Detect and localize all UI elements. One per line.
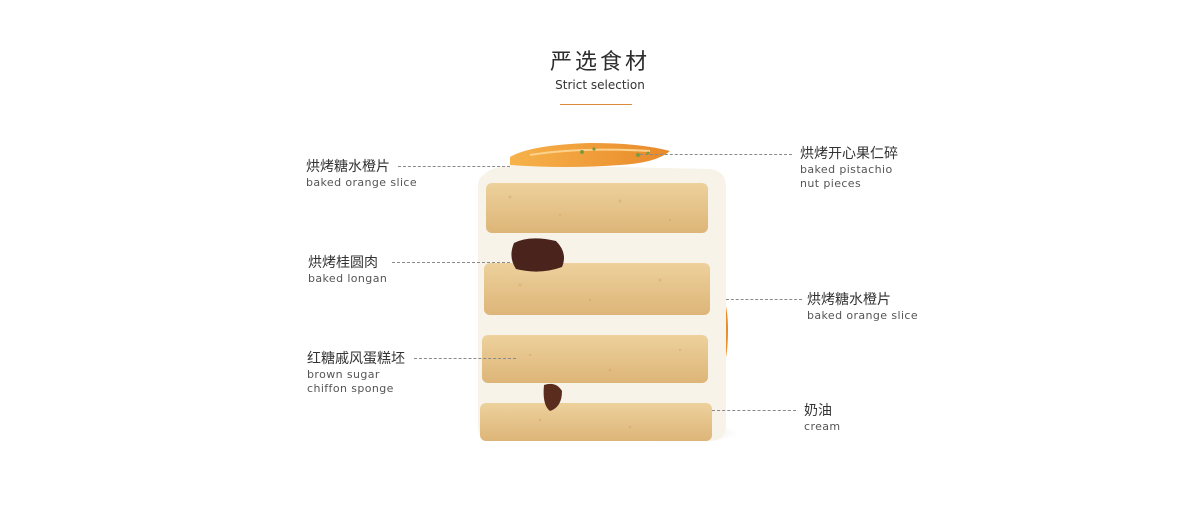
leader-pistachio	[640, 154, 792, 155]
label-orange-top-en: baked orange slice	[306, 176, 418, 189]
leader-cream	[712, 410, 796, 411]
cake-slice-image	[478, 143, 740, 443]
label-sponge: 红糖戚风蛋糕坯 brown sugar chiffon sponge	[307, 350, 405, 396]
label-cream-en: cream	[804, 420, 841, 433]
label-pistachio: 烘烤开心果仁碎 baked pistachio nut pieces	[800, 145, 898, 191]
label-orange-top-zh: 烘烤糖水橙片	[306, 159, 390, 175]
section-title: 严选食材	[549, 50, 650, 75]
label-longan-zh: 烘烤桂圆肉	[308, 255, 378, 271]
label-pistachio-zh: 烘烤开心果仁碎	[800, 146, 898, 162]
label-longan-en: baked longan	[308, 272, 388, 285]
leader-longan	[392, 262, 510, 263]
label-sponge-en-1: brown sugar	[307, 368, 380, 381]
label-sponge-zh: 红糖戚风蛋糕坯	[307, 351, 405, 367]
leader-orange-top	[398, 166, 510, 167]
leader-orange-side	[726, 299, 802, 300]
title-underline	[560, 104, 632, 105]
label-orange-top: 烘烤糖水橙片 baked orange slice	[306, 158, 417, 190]
label-cream: 奶油 cream	[804, 402, 841, 434]
label-orange-side-zh: 烘烤糖水橙片	[807, 292, 891, 308]
label-cream-zh: 奶油	[804, 403, 832, 419]
label-longan: 烘烤桂圆肉 baked longan	[308, 254, 387, 286]
label-orange-side: 烘烤糖水橙片 baked orange slice	[807, 291, 918, 323]
label-pistachio-en-1: baked pistachio	[800, 163, 893, 176]
label-orange-side-en: baked orange slice	[807, 309, 919, 322]
label-pistachio-en-2: nut pieces	[800, 177, 862, 190]
label-sponge-en-2: chiffon sponge	[307, 382, 394, 395]
section-subtitle: Strict selection	[555, 78, 645, 92]
leader-sponge	[414, 358, 516, 359]
